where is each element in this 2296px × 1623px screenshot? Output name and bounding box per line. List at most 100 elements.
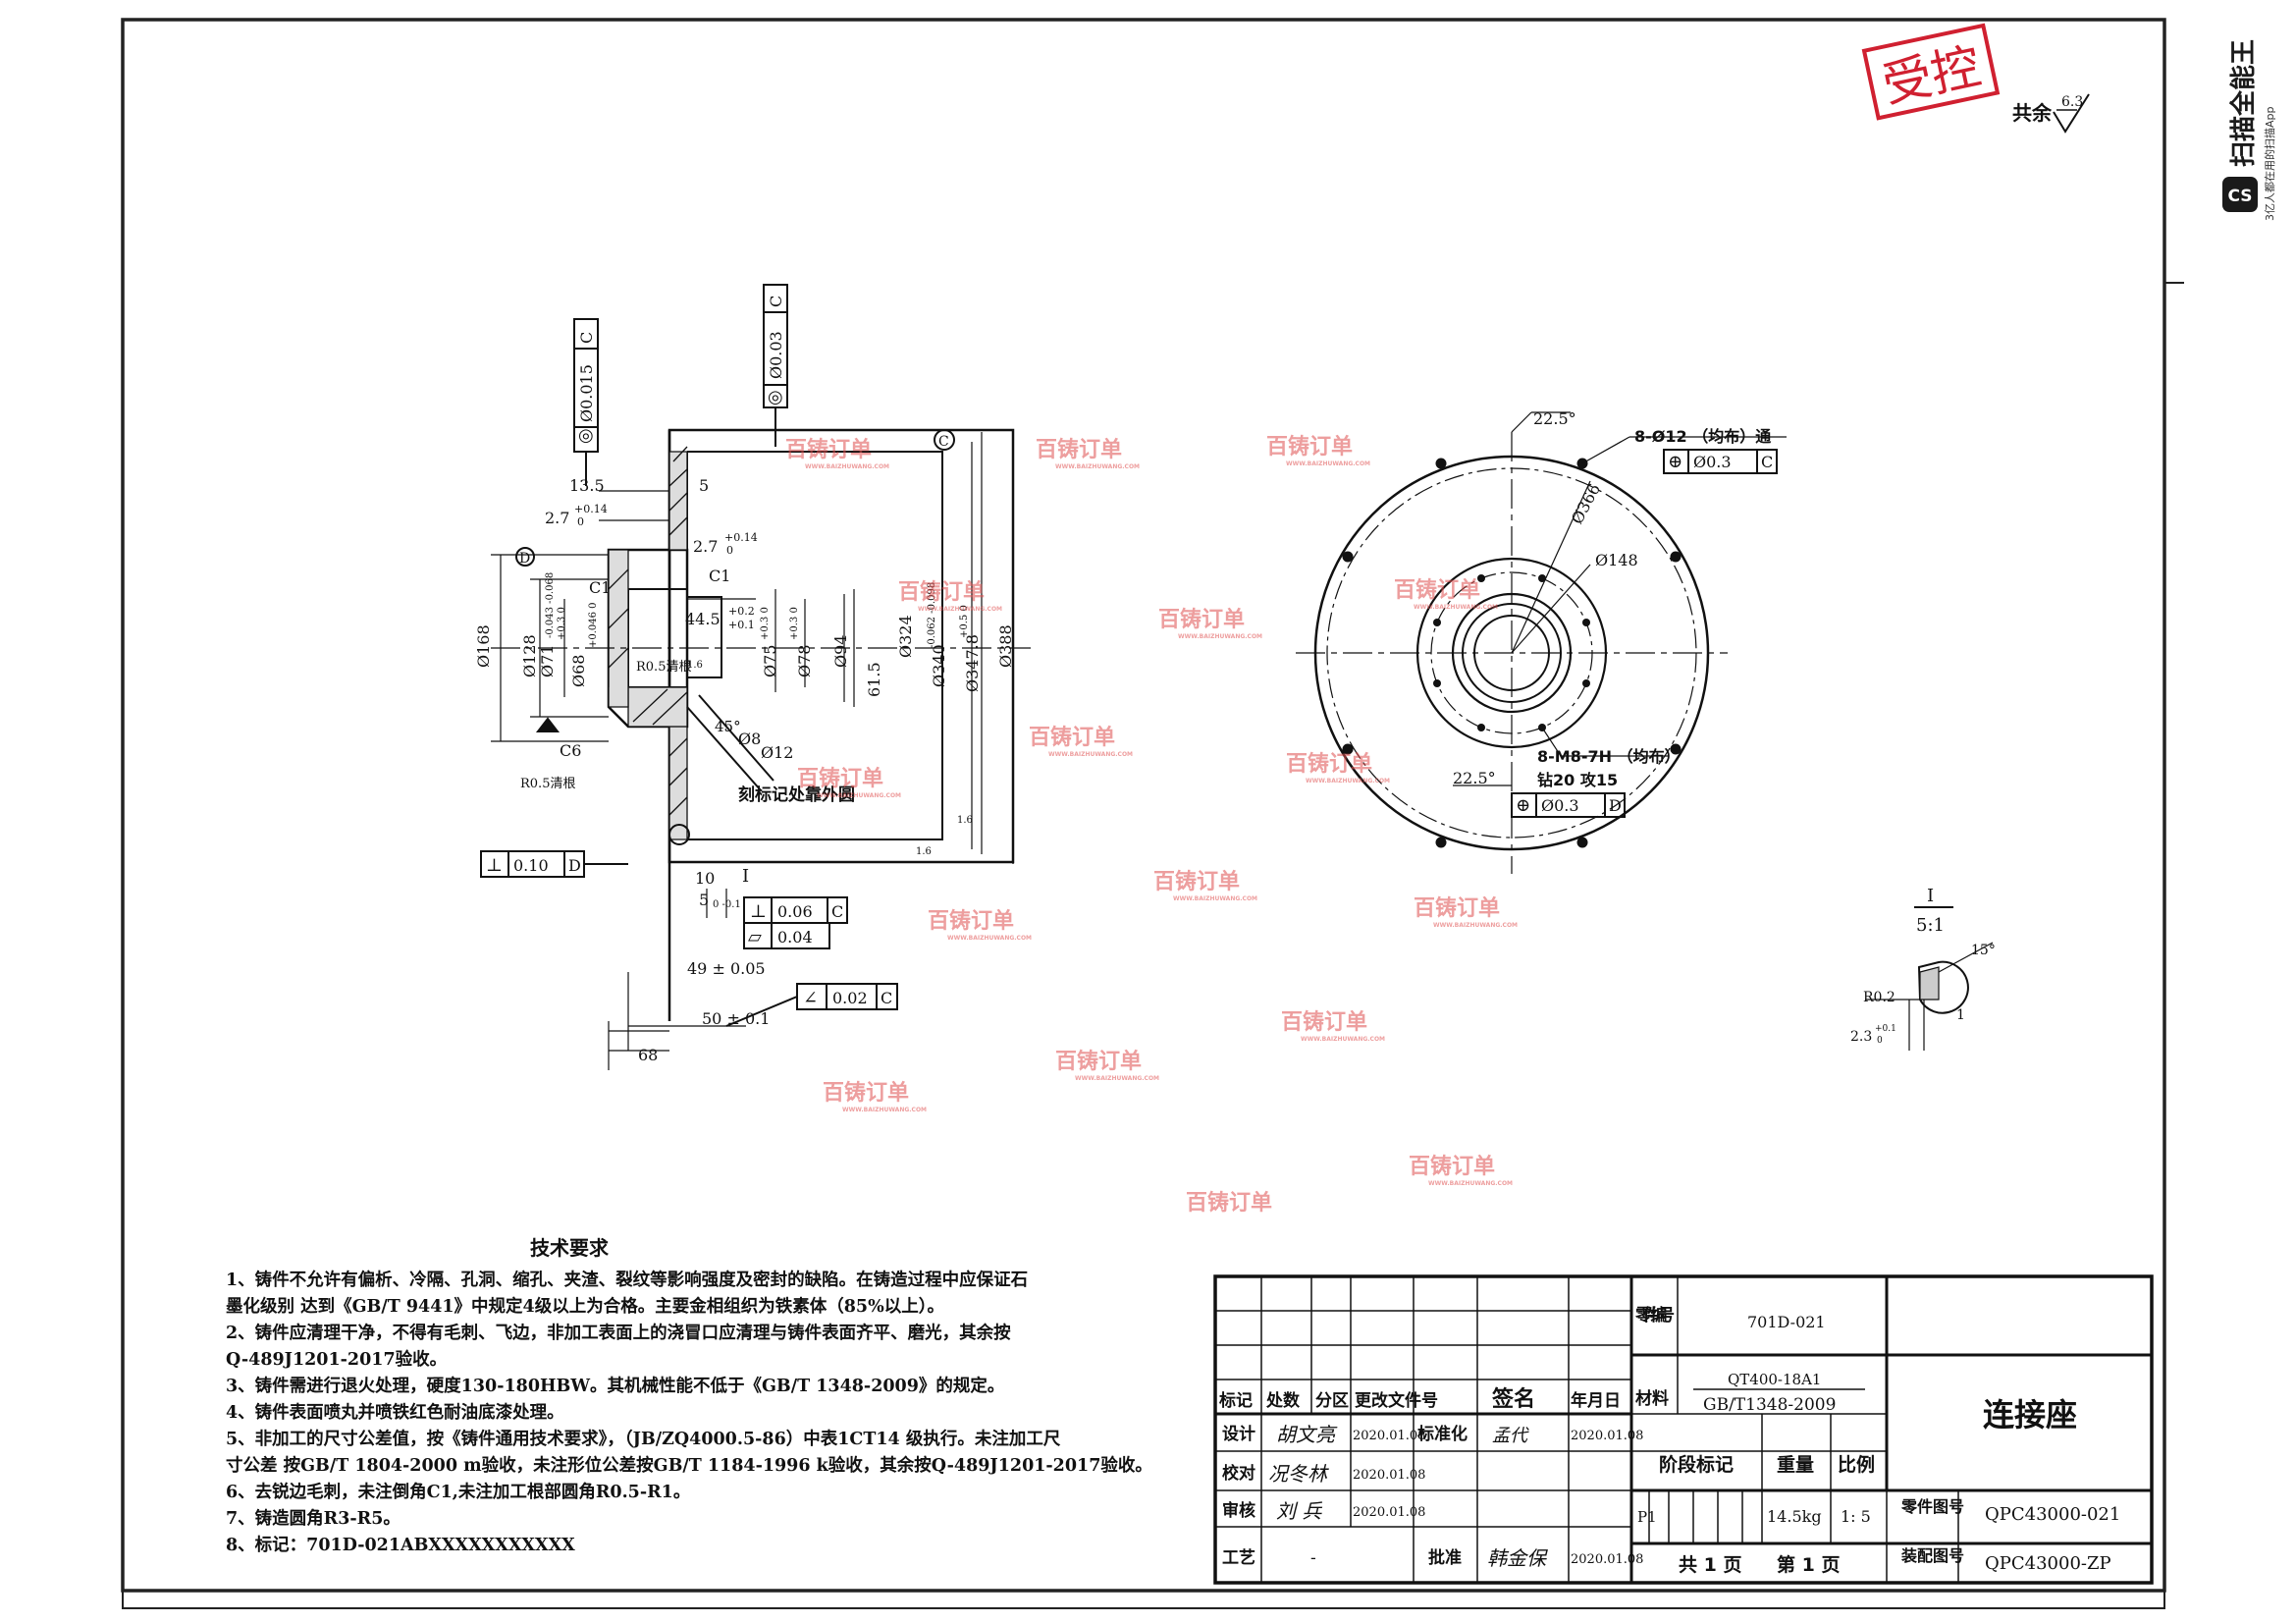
- detail-2-3-lo: 0: [1877, 1036, 1883, 1046]
- fcf-runout-b-tol: Ø0.03: [767, 331, 785, 379]
- watermark-text: 百铸订单: [1036, 437, 1122, 462]
- sheets-total: 共 1 页: [1679, 1554, 1741, 1576]
- fcf-runout-a: [573, 318, 599, 486]
- pcd-148: Ø148: [1595, 551, 1638, 569]
- detail-2-3-up: +0.1: [1875, 1024, 1896, 1034]
- dim-d71-tol: +0.3 0: [557, 607, 567, 640]
- tech-line: 6、去锐边毛刺，未注倒角C1,未注加工根部圆角R0.5-R1。: [226, 1483, 691, 1502]
- tech-line: 5、非加工的尺寸公差值，按《铸件通用技术要求》，（JB/ZQ4000.5-86）…: [226, 1430, 1061, 1449]
- dim-d388: Ø388: [996, 624, 1015, 668]
- fcf-runout-b: [763, 284, 788, 447]
- scale-label: 比例: [1838, 1453, 1875, 1476]
- drawing-no-label: 零件图号: [1900, 1497, 1964, 1516]
- fcf-flat-sym: ▱: [748, 927, 762, 947]
- dim-2-7b-up: +0.14: [724, 531, 758, 544]
- watermark-text: 百铸订单: [1158, 607, 1245, 632]
- watermark-sub: WWW.BAIZHUWANG.COM: [1433, 922, 1518, 929]
- dim-13-5: 13.5: [569, 476, 605, 495]
- watermark-sub: WWW.BAIZHUWANG.COM: [1075, 1075, 1159, 1082]
- fcf-thread: [1511, 792, 1626, 818]
- dim-d75: Ø75: [761, 645, 779, 677]
- cs-logo-text: CS: [2227, 187, 2252, 206]
- design-name: 胡文亮: [1276, 1423, 1338, 1446]
- assembly-no: QPC43000-ZP: [1985, 1553, 2111, 1574]
- pcd-366: Ø366: [1568, 480, 1604, 526]
- dim-2-7a: 2.7: [545, 509, 569, 527]
- roughness-16c: 1.6: [687, 660, 703, 671]
- watermark-sub: WWW.BAIZHUWANG.COM: [1286, 460, 1370, 467]
- dim-61-5: 61.5: [865, 662, 883, 697]
- dim-2-7a-up: +0.14: [574, 503, 608, 515]
- marking-note: 刻标记处靠外圆: [738, 784, 855, 805]
- detail-angle-line: [1938, 942, 1994, 973]
- fcf-runout-b-ref: C: [767, 296, 785, 307]
- detail-hatch: [1919, 966, 1940, 1001]
- tech-line: 7、铸造圆角R3-R5。: [226, 1509, 400, 1529]
- datum-c-triangle: [535, 717, 561, 732]
- tech-requirements: 技术要求 1、铸件不允许有偏析、冷隔、孔洞、缩孔、夹渣、裂纹等影响强度及密封的缺…: [226, 1235, 1152, 1559]
- dim-d347-8: Ø347.8: [963, 634, 982, 692]
- check-name: 况冬林: [1268, 1462, 1329, 1486]
- fcf-runout-a-sym: ◎: [578, 425, 594, 446]
- review-name: 刘 兵: [1276, 1499, 1322, 1523]
- watermark-sub: WWW.BAIZHUWANG.COM: [918, 606, 1002, 613]
- check-date: 2020.01.08: [1353, 1468, 1425, 1483]
- fcf-runout-a-ref: C: [577, 332, 596, 344]
- section-dim-text: ◎ Ø0.015 C ◎ Ø0.03 C ⊥ 0.10 D ⊥ 0.06 C ▱…: [474, 296, 1015, 1064]
- stamp-text: 受控: [1878, 37, 1986, 114]
- dim-d94: Ø94: [831, 635, 850, 668]
- approve-name: 韩金保: [1487, 1546, 1548, 1570]
- fcf-angular-sym: ∠: [803, 988, 818, 1008]
- design-date: 2020.01.08: [1353, 1429, 1425, 1443]
- std-label: 标准化: [1417, 1424, 1468, 1444]
- dim-r05b: R0.5清根: [520, 777, 575, 791]
- detail-15deg: 15°: [1971, 943, 1996, 958]
- tech-line: 3、铸件需进行退火处理，硬度130-180HBW。其机械性能不低于《GB/T 1…: [226, 1377, 1005, 1396]
- watermark-sub: WWW.BAIZHUWANG.COM: [1306, 778, 1390, 784]
- tech-line: 4、铸件表面喷丸并喷铁红色耐油底漆处理。: [226, 1403, 564, 1423]
- dim-d12: Ø12: [761, 743, 793, 762]
- fcf-perp-d-ref: D: [568, 856, 581, 875]
- roughness-value: 6.3: [2061, 94, 2083, 110]
- oil-hole-line1: [686, 706, 762, 791]
- sheet-current: 第 1 页: [1777, 1553, 1840, 1576]
- datum-d-marker: [515, 547, 535, 567]
- oil-hole-line2: [698, 694, 774, 782]
- watermark-text: 百铸订单: [785, 437, 872, 462]
- dim-d71: Ø71: [538, 645, 557, 677]
- detail-scale: 5:1: [1916, 915, 1945, 936]
- fcf-holes: [1663, 449, 1778, 474]
- dim-44-5-lo: +0.1: [728, 619, 755, 631]
- dim-c6: C6: [560, 741, 581, 760]
- material-1: QT400-18A1: [1728, 1371, 1821, 1388]
- fcf-angular-c: [725, 983, 898, 1027]
- watermark-text: 百铸订单: [1055, 1049, 1142, 1074]
- section-view: [480, 284, 1031, 1070]
- fcf-perp-d-sym: ⊥: [486, 855, 503, 876]
- approve-date: 2020.01.08: [1571, 1552, 1643, 1567]
- dim-d128: Ø128: [520, 634, 539, 677]
- front-view-text: 22.5° 22.5° 8-Ø12 （均布）通 ⊕ Ø0.3 C Ø366 Ø1…: [1453, 409, 1773, 816]
- fcf-runout-b-sym: ◎: [768, 387, 783, 407]
- title-block-text: 标记 处数 分区 更改文件号 签名 年月日 设计 胡文亮 2020.01.08 …: [1219, 1305, 2120, 1576]
- assembly-no-label: 装配图号: [1900, 1546, 1964, 1565]
- cs-logo-icon: [2222, 177, 2258, 212]
- detail-i-label: I: [742, 866, 749, 887]
- fcf-perp-c-ref: C: [831, 902, 843, 921]
- thread-holes: [1433, 574, 1590, 731]
- tech-line: Q-489J1201-2017验收。: [226, 1350, 448, 1370]
- watermark-sub: WWW.BAIZHUWANG.COM: [947, 935, 1032, 942]
- watermark-sub: WWW.BAIZHUWANG.COM: [805, 463, 889, 470]
- dim-d340: Ø340: [930, 644, 948, 687]
- stage-value: P1: [1637, 1508, 1657, 1526]
- watermark-sub: WWW.BAIZHUWANG.COM: [1414, 604, 1498, 611]
- front-view: [1296, 411, 1787, 874]
- watermark-sub: WWW.BAIZHUWANG.COM: [1428, 1180, 1513, 1187]
- approve-label: 批准: [1428, 1547, 1462, 1568]
- fcf-holes-sym: ⊕: [1668, 452, 1682, 472]
- dim-2-7b-lo: 0: [726, 544, 733, 557]
- watermark-text: 百铸订单: [1286, 751, 1372, 777]
- tech-line: 寸公差 按GB/T 1804-2000 m验收，未注形位公差按GB/T 1184…: [226, 1456, 1152, 1476]
- process-name: -: [1310, 1548, 1316, 1568]
